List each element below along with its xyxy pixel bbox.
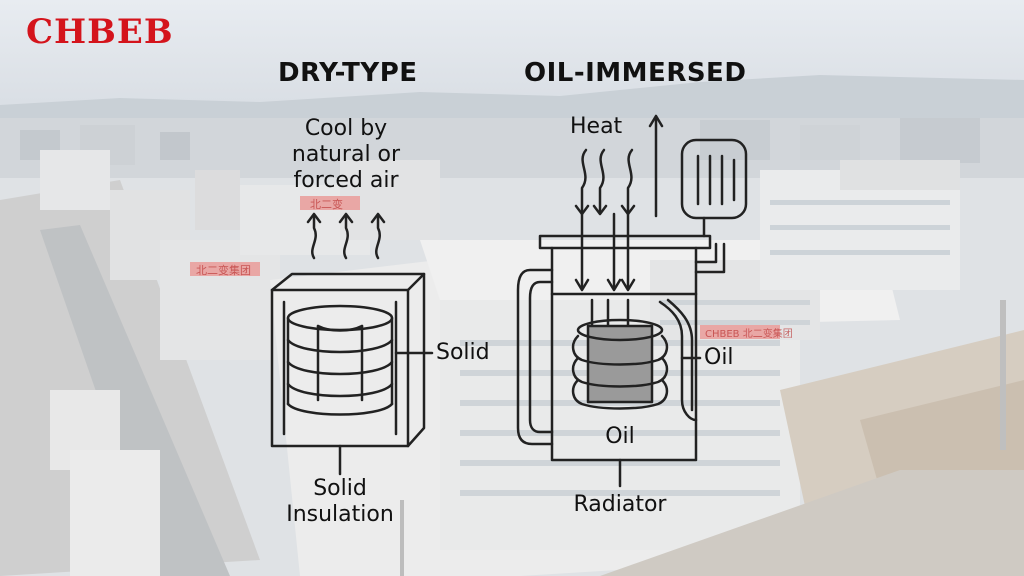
brand-logo: CHBEB — [26, 12, 174, 52]
oil-center-label: Oil — [605, 424, 635, 449]
oil-tank-left-pipes — [516, 268, 554, 446]
oil-core-and-coil — [571, 298, 669, 410]
cooling-line-3: forced air — [293, 168, 399, 193]
cooling-line-1: Cool by — [304, 116, 388, 141]
heat-into-tank-arrowhead-2 — [574, 278, 590, 292]
heat-into-tank-arrowhead-3 — [620, 278, 636, 292]
heat-into-tank-arrowhead — [606, 278, 622, 292]
oil-tank-right-pipes — [658, 242, 726, 422]
radiator-label: Radiator — [573, 492, 667, 517]
heat-arrows — [574, 114, 664, 218]
insulation-line-2: Insulation — [286, 502, 394, 527]
oil-tank — [538, 234, 712, 488]
oil-side-label: Oil — [704, 345, 734, 370]
dry-type-cooling-label: Cool by natural or forced air — [276, 116, 416, 194]
insulation-line-1: Solid — [313, 476, 367, 501]
building-sign-2: 北二变 — [310, 198, 343, 211]
conservator-radiator — [680, 138, 748, 238]
dry-type-enclosure-box — [270, 272, 426, 448]
building-sign-1: 北二变集团 — [196, 264, 251, 277]
oil-immersed-title: OIL-IMMERSED — [524, 58, 747, 88]
dry-type-cooling-arrows — [306, 212, 386, 260]
heat-label: Heat — [570, 114, 623, 139]
dry-type-solid-label: Solid — [436, 340, 490, 365]
dry-type-insulation-label: Solid Insulation — [272, 476, 408, 528]
dry-type-coil — [286, 304, 394, 416]
dry-type-title: DRY-TYPE — [278, 58, 418, 88]
cooling-line-2: natural or — [291, 142, 401, 167]
building-sign-3: CHBEB 北二变集团 — [705, 329, 793, 340]
